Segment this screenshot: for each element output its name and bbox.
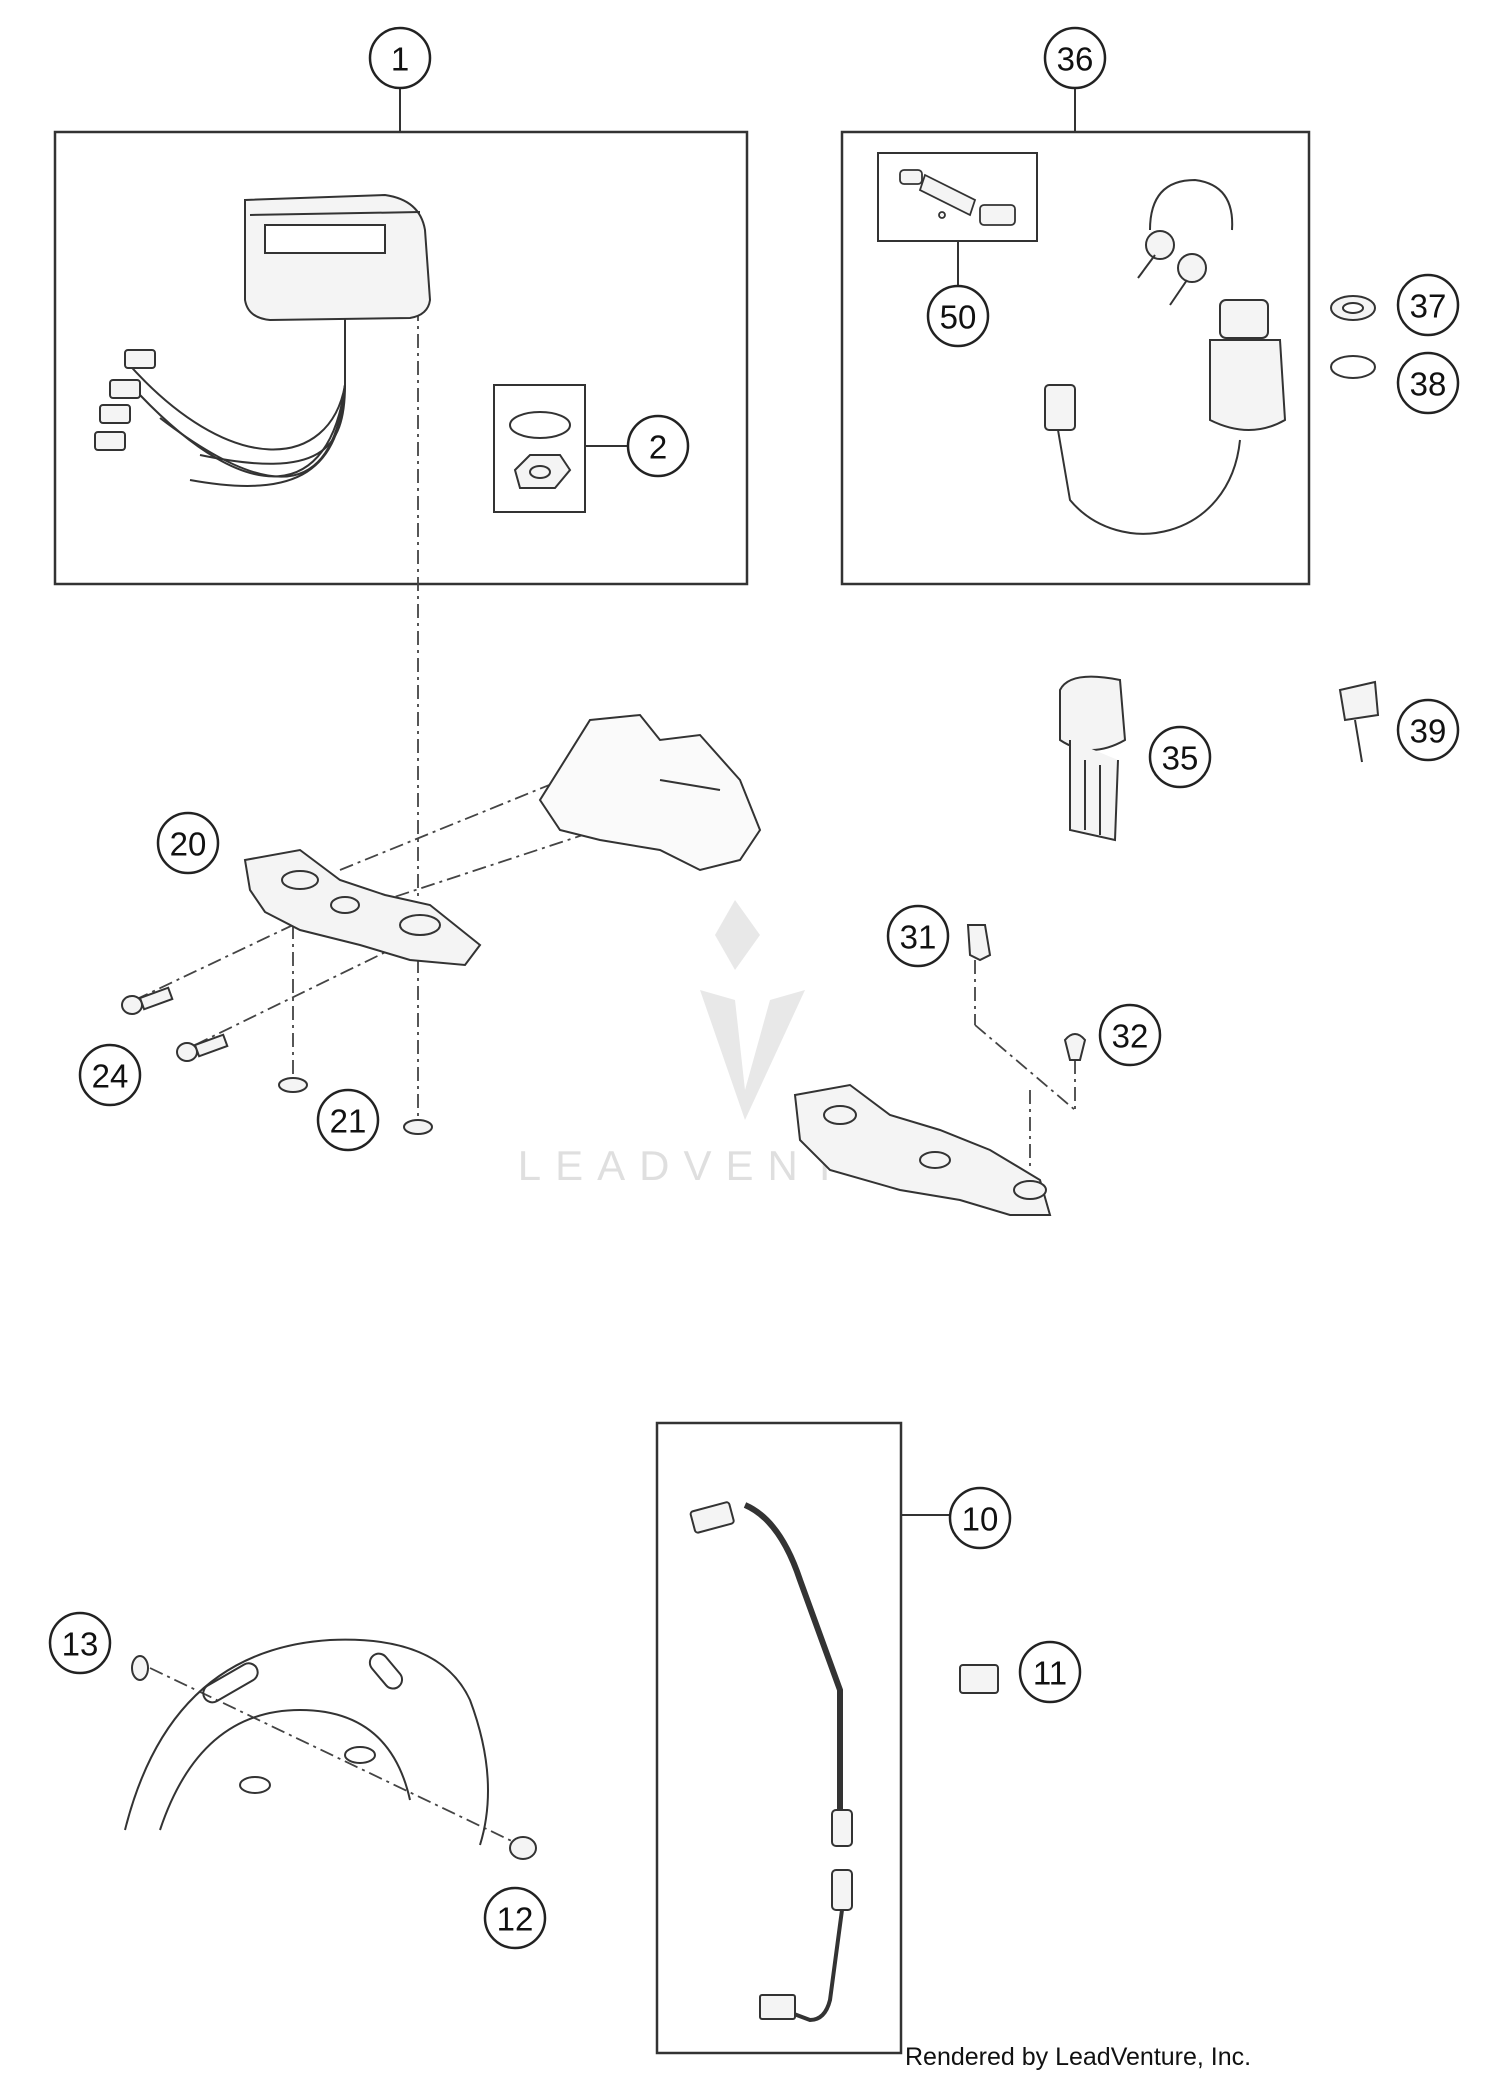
callout-circle-20 (156, 811, 220, 875)
lower-clamp-part (793, 1083, 1052, 1216)
callout-label-20: 20 (170, 826, 207, 863)
leader-lines (399, 85, 1076, 1516)
assembly-lines (134, 307, 1076, 1846)
speedometer-part (94, 193, 432, 487)
callout-label-50: 50 (940, 299, 977, 336)
lock-cylinder-part (899, 169, 1016, 226)
disc-screw-parts (131, 1655, 537, 1860)
callout-label-10: 10 (962, 1501, 999, 1538)
callout-label-24: 24 (92, 1058, 129, 1095)
group-box-bracket-kit (493, 384, 586, 513)
callout-label-38: 38 (1410, 366, 1447, 403)
callout-label-39: 39 (1410, 713, 1447, 750)
switch-part (1059, 675, 1127, 842)
key-part (1338, 680, 1380, 763)
callout-circle-11 (1018, 1640, 1082, 1704)
callout-circle-38 (1396, 351, 1460, 415)
callout-circle-21 (316, 1088, 380, 1152)
callout-circle-32 (1098, 1003, 1162, 1067)
ring-parts (1330, 295, 1376, 379)
callout-label-37: 37 (1410, 288, 1447, 325)
triple-clamp-part (243, 713, 762, 967)
screw-parts (278, 1077, 433, 1135)
callout-label-32: 32 (1112, 1018, 1149, 1055)
callout-circle-39 (1396, 698, 1460, 762)
clip-part (959, 1664, 999, 1694)
sensor-cable-part (689, 1501, 853, 2023)
bolt-parts (121, 986, 229, 1062)
callout-circle-37 (1396, 273, 1460, 337)
callout-circle-1 (368, 26, 432, 90)
stop-pin-parts (966, 924, 1087, 1061)
callout-circle-24 (78, 1043, 142, 1107)
callout-circle-2 (626, 414, 690, 478)
callout-circle-50 (926, 284, 990, 348)
callout-label-35: 35 (1162, 740, 1199, 777)
callout-label-31: 31 (900, 919, 937, 956)
callout-label-12: 12 (497, 1901, 534, 1938)
callout-label-2: 2 (649, 429, 667, 466)
group-box-cable (655, 1421, 903, 2055)
callout-circle-10 (948, 1486, 1012, 1550)
callout-label-36: 36 (1057, 41, 1094, 78)
ignition-lock-part (1044, 178, 1287, 535)
callout-circle-36 (1043, 26, 1107, 90)
callout-circle-31 (886, 904, 950, 968)
brake-disc-part (124, 1638, 489, 1846)
callout-label-13: 13 (62, 1626, 99, 1663)
callout-label-21: 21 (330, 1103, 367, 1140)
callout-label-11: 11 (1033, 1655, 1067, 1692)
callout-circle-12 (483, 1886, 547, 1950)
callout-circle-35 (1148, 725, 1212, 789)
render-credit: Rendered by LeadVenture, Inc. (905, 2043, 1252, 2071)
callout-label-1: 1 (391, 41, 409, 78)
bracket-kit-part (509, 411, 572, 489)
callout-circle-13 (48, 1611, 112, 1675)
